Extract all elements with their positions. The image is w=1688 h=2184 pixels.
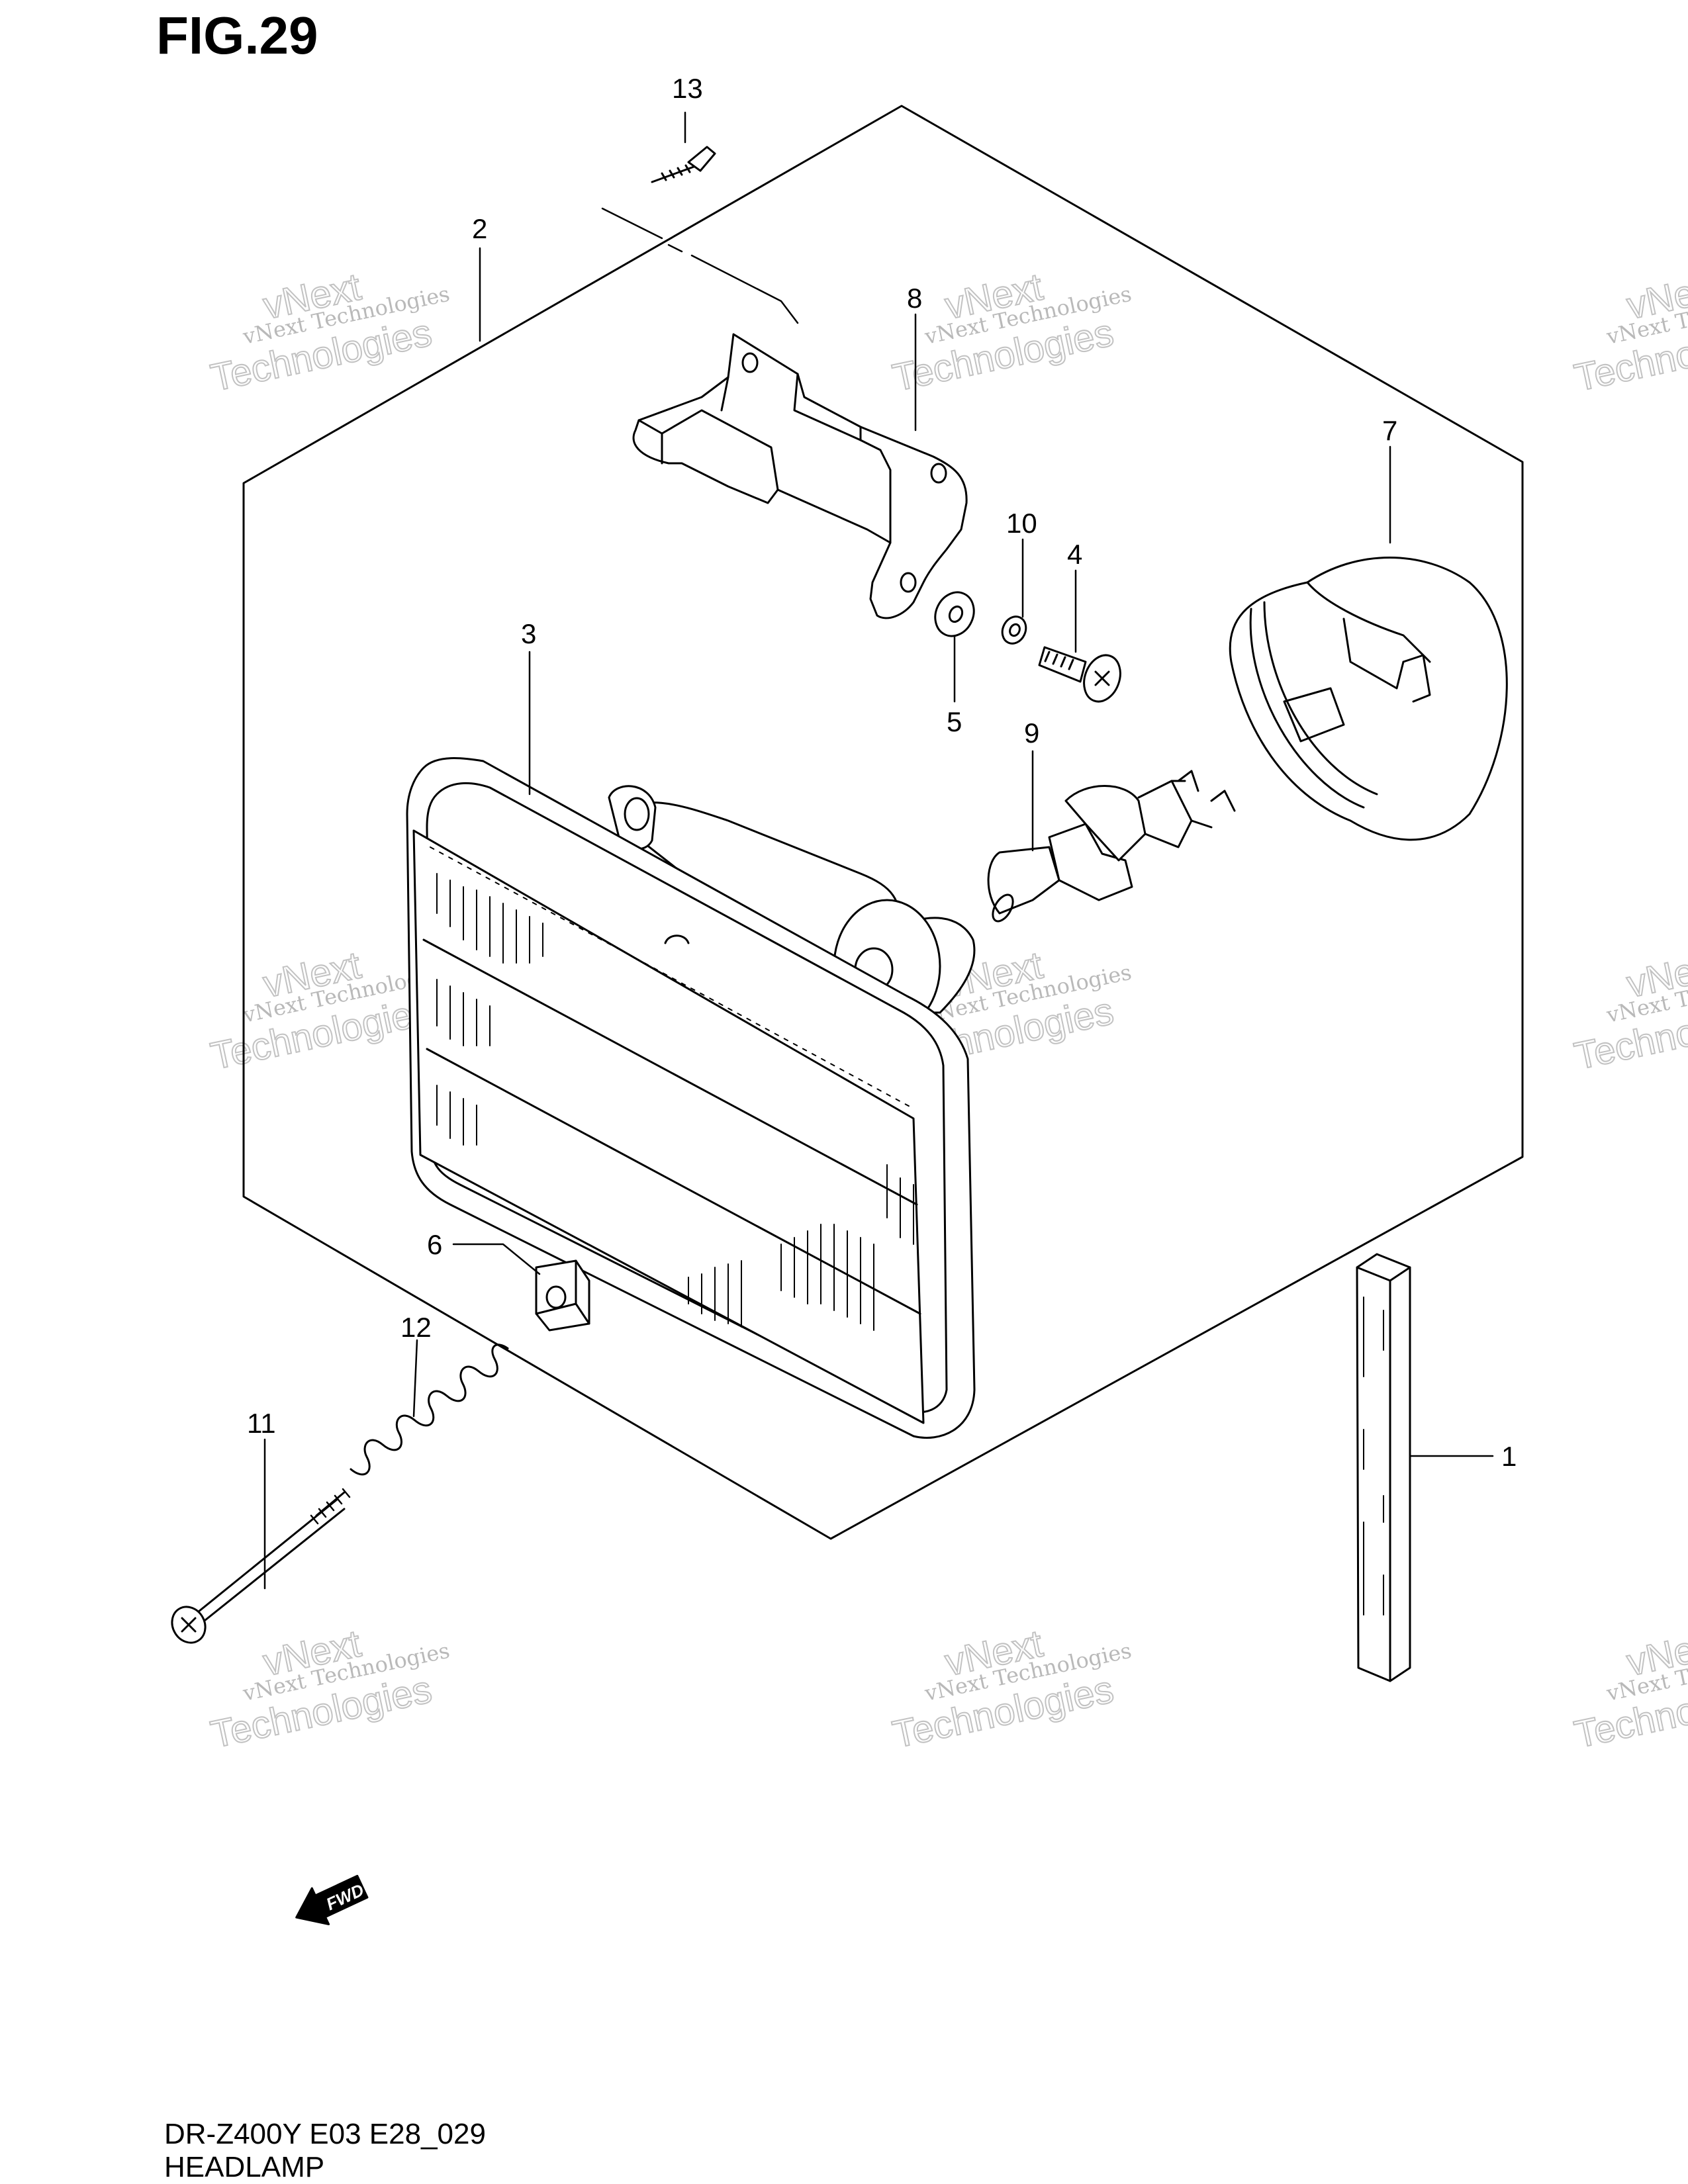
watermark: vNext vNext Technologies Technologies xyxy=(1570,943,1688,1079)
screw-centerline xyxy=(601,207,799,324)
callout-5: 5 xyxy=(947,706,962,737)
bracket-8 xyxy=(632,333,968,619)
lock-washer-10 xyxy=(1001,615,1027,645)
callout-13: 13 xyxy=(672,73,703,104)
callout-9: 9 xyxy=(1024,717,1039,749)
bracket-hole xyxy=(900,572,917,593)
screw-13 xyxy=(651,146,716,183)
bracket-hole xyxy=(741,352,759,373)
watermark: vNext vNext Technologies Technologies xyxy=(207,265,452,400)
callout-8: 8 xyxy=(907,283,922,314)
diagram-name: HEADLAMP xyxy=(164,2151,325,2183)
callout-labels: 13 2 8 7 10 4 3 5 9 6 12 11 1 xyxy=(247,73,1517,1472)
clip-nut-6 xyxy=(535,1259,590,1332)
spring-12 xyxy=(350,1343,509,1476)
washer-5 xyxy=(934,591,975,637)
diagram-code: DR-Z400Y E03 E28_029 xyxy=(164,2118,486,2150)
screw-4 xyxy=(1038,646,1121,703)
assembly-boundary xyxy=(242,105,1524,1540)
watermark: vNext vNext Technologies Technologies xyxy=(1570,265,1688,400)
callout-4: 4 xyxy=(1067,539,1082,570)
cushion-1 xyxy=(1356,1253,1411,1682)
callout-3: 3 xyxy=(521,618,536,649)
callout-1: 1 xyxy=(1501,1441,1517,1472)
callout-12: 12 xyxy=(400,1312,432,1343)
callout-2: 2 xyxy=(472,213,487,244)
callout-6: 6 xyxy=(427,1229,442,1260)
leader-lines xyxy=(263,111,1494,1590)
headlamp-3 xyxy=(406,757,976,1439)
bulb-9 xyxy=(987,770,1236,923)
figure-title: FIG.29 xyxy=(156,6,318,65)
watermark: vNext vNext Technologies Technologies xyxy=(1570,1621,1688,1757)
adjusting-screw-11 xyxy=(171,1488,351,1644)
socket-cover-7 xyxy=(1229,557,1508,841)
watermark: vNext vNext Technologies Technologies xyxy=(888,265,1134,400)
callout-7: 7 xyxy=(1382,415,1397,446)
callout-11: 11 xyxy=(247,1408,276,1439)
watermark: vNext vNext Technologies Technologies xyxy=(207,1621,452,1757)
bracket-hole xyxy=(930,463,947,484)
fwd-arrow-icon: FWD xyxy=(295,1874,369,1925)
watermark: vNext vNext Technologies Technologies xyxy=(888,1621,1134,1757)
callout-10: 10 xyxy=(1006,508,1037,539)
